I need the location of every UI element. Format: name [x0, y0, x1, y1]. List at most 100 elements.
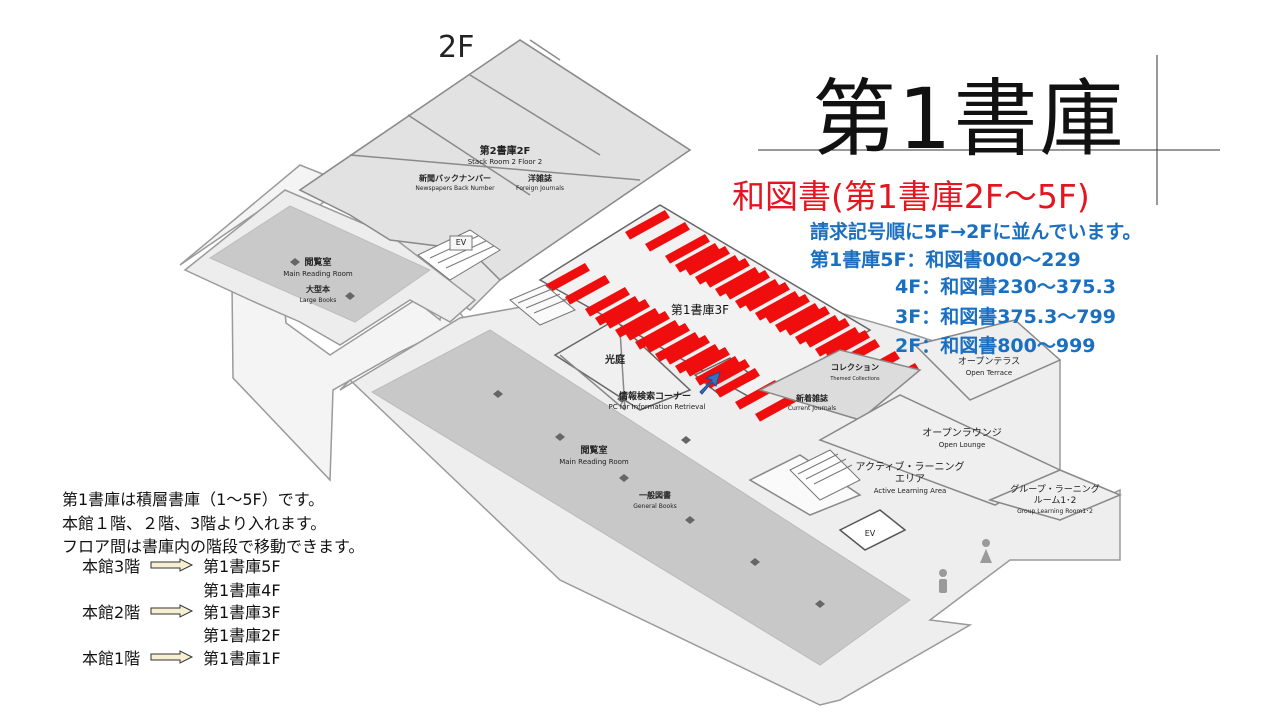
- bookshelf: [665, 335, 710, 365]
- route-to-1f: 第1書庫1F: [203, 649, 281, 668]
- bookshelf: [675, 243, 720, 273]
- route-to-5f: 第1書庫5F: [203, 557, 281, 576]
- label-foreign-jp: 洋雑誌: [528, 173, 552, 183]
- bookshelf: [655, 332, 700, 362]
- range-4f: 4F：和図書230～375.3: [895, 276, 1116, 298]
- label-general-jp: 一般図書: [639, 490, 671, 500]
- stack-room-2: [298, 39, 692, 281]
- bookshelf: [815, 327, 860, 357]
- label-reading-main-jp: 閲覧室: [580, 444, 607, 456]
- main-reading-room-floor: [370, 329, 911, 666]
- location-marker-icon: [619, 474, 629, 482]
- right-rooms: [748, 319, 1122, 521]
- bookshelf: [775, 303, 820, 333]
- label-large-en: Large Books: [300, 297, 337, 304]
- current-location-arrow-icon: [699, 371, 721, 395]
- bookshelf: [735, 279, 780, 309]
- map-labels: 第2書庫2F Stack Room 2 Floor 2 新聞バックナンバー Ne…: [283, 144, 1099, 538]
- label-ev-upper: EV: [456, 238, 467, 247]
- note-line-1: 第1書庫は積層書庫（1～5F）です。: [62, 490, 325, 509]
- bookshelf: [665, 234, 710, 264]
- route-from-3: 本館3階: [82, 557, 141, 576]
- bookshelf: [805, 318, 850, 348]
- bookshelf: [715, 267, 760, 297]
- order-note: 請求記号順に5F→2Fに並んでいます。: [810, 221, 1142, 243]
- bookshelf: [615, 308, 660, 338]
- label-active2-jp: エリア: [895, 474, 925, 485]
- route-arrow-icon: [150, 604, 194, 618]
- bookshelf: [545, 263, 590, 293]
- location-marker-icon: [345, 292, 355, 300]
- bookshelf: [625, 210, 670, 240]
- label-active1-jp: アクティブ・ラーニング: [856, 460, 965, 473]
- bookshelf: [595, 296, 640, 326]
- bookshelf: [565, 275, 610, 305]
- label-info-jp: 情報検索コーナー: [618, 390, 691, 402]
- location-marker-icon: [681, 436, 691, 444]
- label-courtyard: 光庭: [604, 353, 626, 366]
- location-marker-icon: [617, 395, 627, 403]
- label-lounge-en: Open Lounge: [939, 441, 986, 449]
- label-large-jp: 大型本: [306, 284, 330, 294]
- bookshelf: [605, 299, 650, 329]
- range-3f: 3F：和図書375.3～799: [895, 306, 1116, 328]
- location-marker-icon: [555, 433, 565, 441]
- upper-reading-room-floor: [208, 205, 432, 323]
- subtitle: 和図書(第1書庫2F～5F): [732, 177, 1090, 216]
- bookshelf: [645, 323, 690, 353]
- label-group1-jp: グループ・ラーニング: [1010, 483, 1099, 495]
- shelf-group: [545, 210, 920, 422]
- note-line-2: 本館１階、２階、3階より入れます。: [62, 514, 327, 533]
- label-general-en: General Books: [633, 503, 677, 510]
- bookshelf: [745, 282, 790, 312]
- bookshelf: [755, 392, 800, 422]
- bookshelf: [765, 294, 810, 324]
- label-collection-en: Themed Collections: [829, 376, 880, 382]
- label-lounge-jp: オープンラウンジ: [922, 427, 1001, 439]
- bookshelf: [795, 315, 840, 345]
- location-marker-icon: [493, 390, 503, 398]
- label-collection-jp: コレクション: [831, 362, 879, 372]
- bookshelf: [675, 344, 720, 374]
- route-arrow-icon: [150, 650, 194, 664]
- route-to-4f: 第1書庫4F: [203, 581, 281, 600]
- lower-stairs-icon: [789, 449, 861, 501]
- range-2f: 2F：和図書800～999: [895, 335, 1096, 357]
- range-5f: 第1書庫5F：和図書000～229: [810, 249, 1081, 271]
- label-info-en: PC for Information Retrieval: [608, 403, 705, 411]
- route-from-1: 本館1階: [82, 649, 141, 668]
- floor-label: 2F: [438, 30, 475, 65]
- route-arrow-icon: [150, 558, 194, 572]
- label-terrace-en: Open Terrace: [966, 369, 1012, 377]
- label-reading-main-en: Main Reading Room: [559, 458, 629, 466]
- location-marker-icon: [290, 258, 300, 266]
- bookshelf: [725, 270, 770, 300]
- label-active-en: Active Learning Area: [874, 487, 947, 495]
- center-stairs-icon: [509, 284, 576, 326]
- label-foreign-en: Foreign Journals: [516, 185, 564, 192]
- route-to-3f: 第1書庫3F: [203, 603, 281, 622]
- label-group2-jp: ルーム1･2: [1034, 495, 1077, 506]
- bookshelf: [705, 258, 750, 288]
- bookshelf: [625, 311, 670, 341]
- restroom-person-icon: [939, 539, 992, 593]
- bookshelf: [715, 368, 760, 398]
- bookshelf: [635, 320, 680, 350]
- bookshelf: [585, 287, 630, 317]
- page-title: 第1書庫: [812, 70, 1126, 168]
- route-from-2: 本館2階: [82, 603, 141, 622]
- location-marker-icon: [685, 516, 695, 524]
- label-reading-upper-jp: 閲覧室: [304, 256, 331, 268]
- label-reading-upper-en: Main Reading Room: [283, 270, 353, 278]
- label-terrace-jp: オープンテラス: [958, 356, 1020, 367]
- bookshelf: [695, 255, 740, 285]
- bookshelf: [755, 291, 800, 321]
- bookshelf: [685, 347, 730, 377]
- upper-stairs-icon: [417, 229, 501, 281]
- label-newjournals-en: Current Journals: [788, 405, 836, 412]
- route-to-2f: 第1書庫2F: [203, 626, 281, 645]
- marker-group: [290, 258, 825, 608]
- bookshelf: [685, 246, 730, 276]
- bookshelf: [785, 306, 830, 336]
